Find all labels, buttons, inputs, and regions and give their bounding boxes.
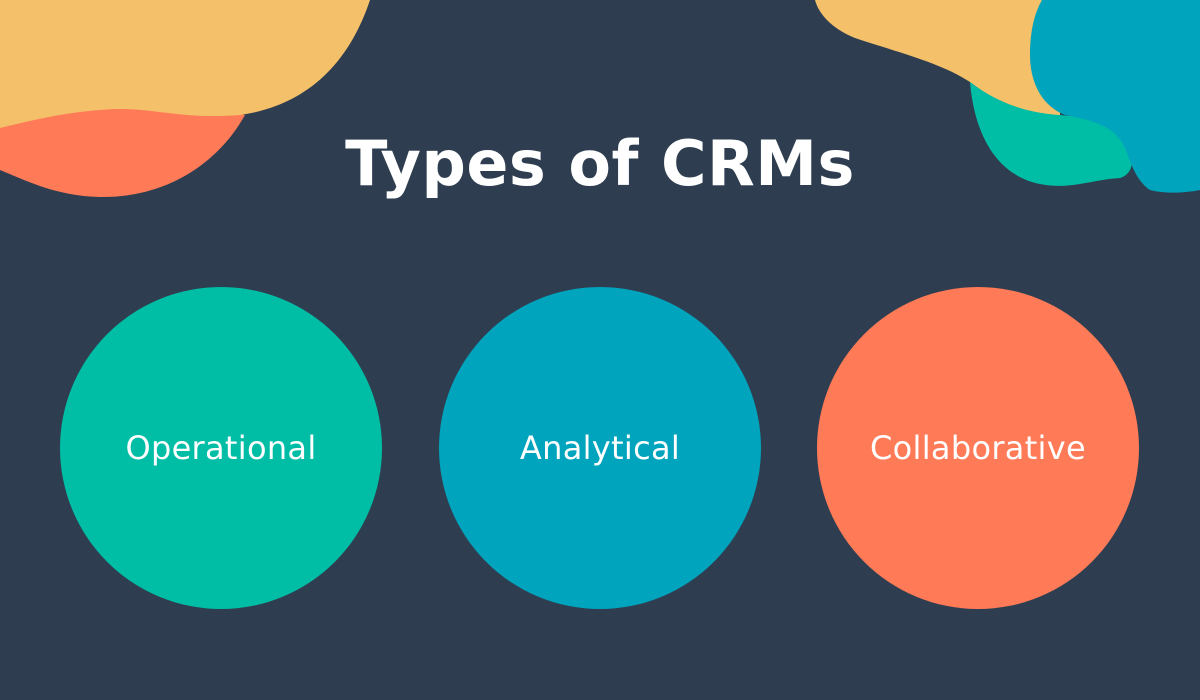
orange-blob-top-left	[0, 101, 245, 198]
circle-operational: Operational	[60, 287, 382, 609]
circle-collaborative: Collaborative	[817, 287, 1139, 609]
yellow-blob-top-right	[815, 0, 1060, 116]
circle-label-collaborative: Collaborative	[870, 429, 1086, 467]
teal-blob-top-right	[970, 82, 1132, 186]
page-title: Types of CRMs	[345, 127, 855, 200]
circle-label-operational: Operational	[125, 429, 317, 467]
yellow-blob-top-left	[0, 0, 370, 128]
blue-blob-top-right	[1030, 0, 1200, 193]
circle-analytical: Analytical	[439, 287, 761, 609]
circle-label-analytical: Analytical	[519, 429, 681, 467]
